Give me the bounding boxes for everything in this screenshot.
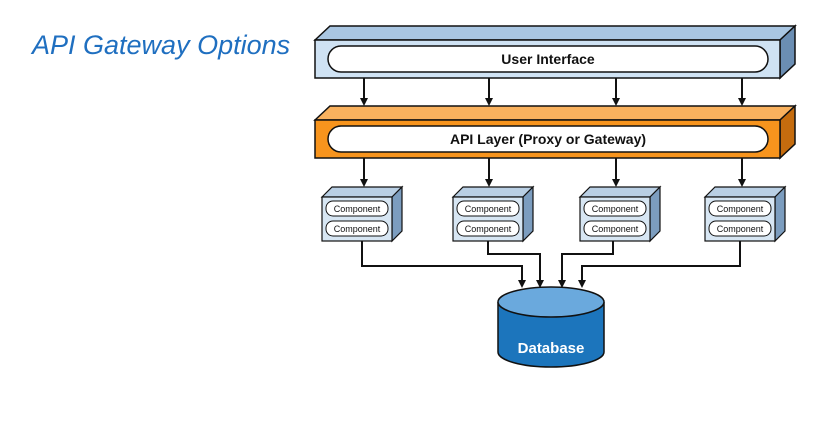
component-box-4: Component Component — [703, 185, 787, 243]
component-label: Component — [717, 224, 764, 234]
component-box-2: Component Component — [451, 185, 535, 243]
user-interface-layer: User Interface — [313, 24, 797, 80]
component-label: Component — [592, 224, 639, 234]
component-label: Component — [717, 204, 764, 214]
database-cylinder: Database — [497, 286, 605, 368]
api-to-component-arrows — [360, 158, 746, 187]
component-box-3: Component Component — [578, 185, 662, 243]
database-label: Database — [518, 340, 585, 357]
component-label: Component — [334, 224, 381, 234]
api-layer-label: API Layer (Proxy or Gateway) — [450, 131, 646, 147]
component-to-database-connectors — [361, 241, 741, 288]
user-interface-label: User Interface — [501, 51, 595, 67]
component-label: Component — [334, 204, 381, 214]
component-label: Component — [465, 224, 512, 234]
component-label: Component — [465, 204, 512, 214]
component-label: Component — [592, 204, 639, 214]
slide-title: API Gateway Options — [32, 30, 291, 60]
component-box-1: Component Component — [320, 185, 404, 243]
ui-to-api-arrows — [360, 78, 746, 106]
api-layer: API Layer (Proxy or Gateway) — [313, 104, 797, 160]
